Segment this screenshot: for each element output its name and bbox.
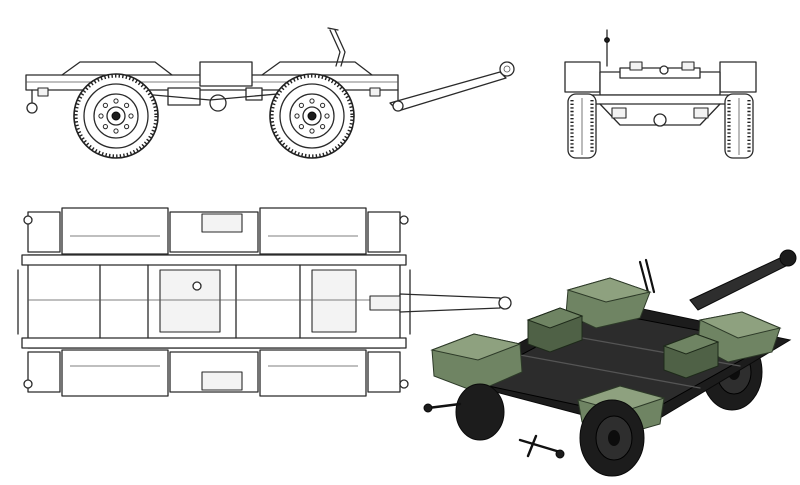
top-fender-right-rear [259, 349, 367, 397]
lug-bolt [102, 102, 108, 108]
top-fender-left-front [61, 207, 169, 255]
iso-front-right-wheel [579, 399, 645, 477]
lug-bolt [324, 113, 330, 119]
front-right-tire [724, 93, 754, 159]
side-drawbar-eye [499, 61, 515, 77]
lug-bolt [320, 102, 326, 108]
iso-front-left-wheel [455, 383, 505, 441]
lug-bolt [124, 124, 130, 130]
top-fender-left-rear [259, 207, 367, 255]
lug-bolt [309, 128, 315, 134]
top-plan-view [17, 207, 512, 397]
side-center-box [199, 61, 253, 87]
side-elevation-view [25, 27, 515, 159]
lug-bolt [113, 98, 119, 104]
lug-bolt [298, 124, 304, 130]
top-drawbar [399, 293, 501, 313]
front-elevation-view [564, 29, 757, 159]
top-fender-right-front [61, 349, 169, 397]
front-left-tire [567, 93, 597, 159]
top-drawbar-eye [498, 296, 512, 310]
lug-bolt [113, 128, 119, 134]
side-front-wheel [73, 73, 159, 159]
lug-bolt [102, 124, 108, 130]
side-lift-handle [329, 29, 346, 67]
lug-bolt [294, 113, 300, 119]
isometric-render-view [423, 249, 797, 477]
side-rear-wheel [269, 73, 355, 159]
side-drawbar [389, 71, 507, 112]
iso-drawbar [689, 257, 787, 311]
lug-bolt [309, 98, 315, 104]
lug-bolt [298, 102, 304, 108]
lug-bolt [320, 124, 326, 130]
lug-bolt [124, 102, 130, 108]
lug-bolt [98, 113, 104, 119]
lug-bolt [128, 113, 134, 119]
